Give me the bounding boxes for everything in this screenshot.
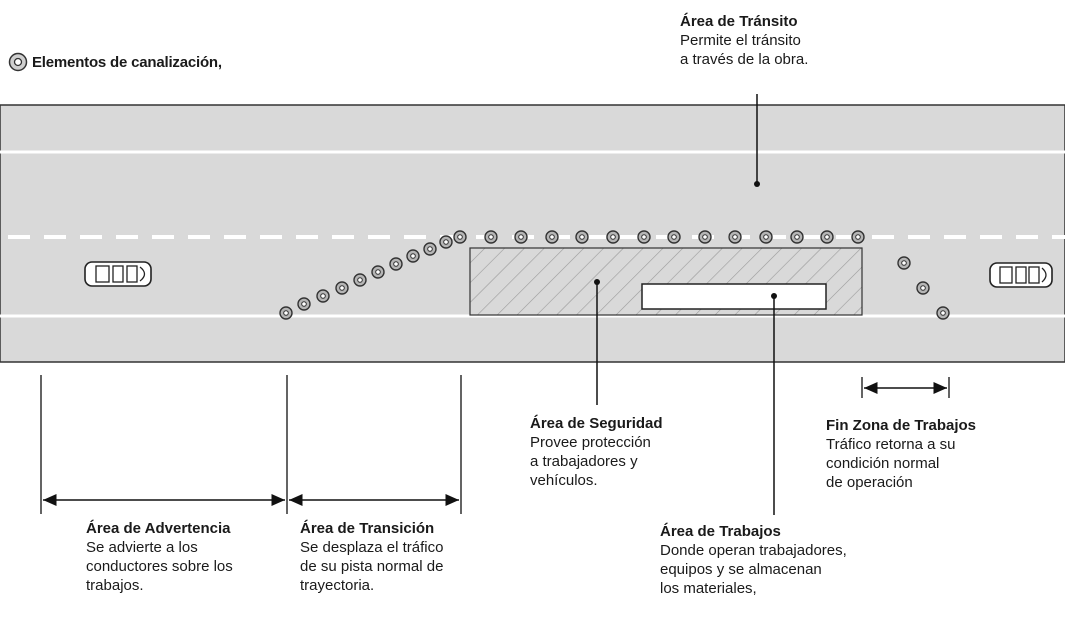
leader-trabajos-dot bbox=[771, 293, 777, 299]
desc-area-seguridad: Provee protección a trabajadores y vehíc… bbox=[530, 434, 651, 489]
title-area-transito: Área de Tránsito bbox=[680, 13, 798, 30]
desc-area-transicion: Se desplaza el tráfico de su pista norma… bbox=[300, 539, 444, 594]
cone-center bbox=[410, 253, 416, 259]
title-area-transicion: Área de Transición bbox=[300, 520, 435, 537]
legend: Elementos de canalización, bbox=[8, 52, 222, 72]
car-right-icon bbox=[989, 262, 1053, 288]
cone-center bbox=[320, 293, 326, 299]
cone-center bbox=[443, 239, 449, 245]
label-area-seguridad: Área de Seguridad Provee protección a tr… bbox=[530, 414, 663, 490]
cone-center bbox=[855, 234, 861, 240]
cone-center bbox=[549, 234, 555, 240]
title-area-advertencia: Área de Advertencia bbox=[86, 520, 231, 537]
cone-center bbox=[375, 269, 381, 275]
title-area-seguridad: Área de Seguridad bbox=[530, 415, 663, 432]
legend-label: Elementos de canalización, bbox=[32, 53, 222, 71]
cone-center bbox=[427, 246, 433, 252]
cone-center bbox=[920, 285, 926, 291]
cone-center bbox=[518, 234, 524, 240]
cone-center bbox=[301, 301, 307, 307]
cone-center bbox=[702, 234, 708, 240]
cone-center bbox=[763, 234, 769, 240]
desc-area-advertencia: Se advierte a los conductores sobre los … bbox=[86, 539, 233, 594]
label-area-transicion: Área de Transición Se desplaza el tráfic… bbox=[300, 519, 443, 595]
label-area-advertencia: Área de Advertencia Se advierte a los co… bbox=[86, 519, 233, 595]
cone-center bbox=[824, 234, 830, 240]
desc-area-trabajos: Donde operan trabajadores, equipos y se … bbox=[660, 542, 847, 597]
label-area-transito: Área de Tránsito Permite el tránsito a t… bbox=[680, 12, 808, 69]
title-fin-zona-trabajos: Fin Zona de Trabajos bbox=[826, 417, 977, 434]
cone-center bbox=[794, 234, 800, 240]
cone-center bbox=[488, 234, 494, 240]
cone-center bbox=[393, 261, 399, 267]
cone-group bbox=[279, 230, 950, 320]
desc-fin-zona-trabajos: Tráfico retorna a su condición normal de… bbox=[826, 436, 956, 491]
title-area-trabajos: Área de Trabajos bbox=[660, 523, 781, 540]
work-area-rect bbox=[641, 283, 827, 310]
cone-center bbox=[641, 234, 647, 240]
cone-center bbox=[671, 234, 677, 240]
cone-center bbox=[732, 234, 738, 240]
label-area-trabajos: Área de Trabajos Donde operan trabajador… bbox=[660, 522, 847, 598]
road bbox=[0, 104, 1065, 363]
desc-area-transito: Permite el tránsito a través de la obra. bbox=[680, 32, 809, 68]
label-fin-zona-trabajos: Fin Zona de Trabajos Tráfico retorna a s… bbox=[826, 416, 976, 492]
car-left-icon bbox=[84, 261, 152, 287]
leader-transito-dot bbox=[754, 181, 760, 187]
cone-center bbox=[339, 285, 345, 291]
cone-center bbox=[901, 260, 907, 266]
cone-center bbox=[579, 234, 585, 240]
channelizing-cone-icon bbox=[8, 52, 28, 72]
cone-center bbox=[940, 310, 946, 316]
cone-center bbox=[610, 234, 616, 240]
cone-center bbox=[457, 234, 463, 240]
cone-center bbox=[283, 310, 289, 316]
leader-seguridad-dot bbox=[594, 279, 600, 285]
cone-center bbox=[357, 277, 363, 283]
